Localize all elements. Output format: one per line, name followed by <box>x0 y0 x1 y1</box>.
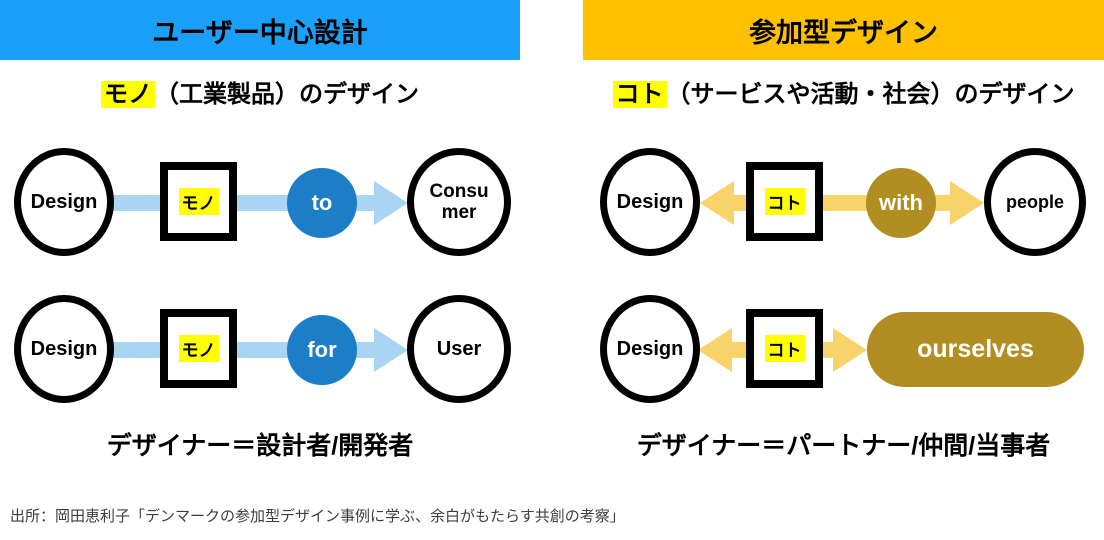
mono-box-label: モノ <box>178 335 219 362</box>
design-node: Design <box>600 148 700 256</box>
source-note: 出所：岡田恵利子「デンマークの参加型デザイン事例に学ぶ、余白がもたらす共創の考察… <box>10 508 625 525</box>
user-node-label: User <box>436 337 482 360</box>
design-node-label: Design <box>30 337 98 360</box>
with-connector-node: with <box>866 168 936 238</box>
for-label: for <box>307 337 337 362</box>
people-node: people <box>984 148 1086 256</box>
consumer-node-label: Consu mer <box>429 180 489 223</box>
left-subtitle-rest: （工業製品）のデザイン <box>155 81 419 108</box>
ourselves-node-label: ourselves <box>917 335 1034 363</box>
arrow-left-icon <box>700 181 734 225</box>
design-node: Design <box>14 148 114 256</box>
user-node: User <box>407 295 511 403</box>
left-panel-header: ユーザー中心設計 <box>0 0 520 60</box>
design-node: Design <box>14 295 114 403</box>
left-panel-title: ユーザー中心設計 <box>152 17 368 48</box>
with-label: with <box>879 190 923 215</box>
left-subtitle: モノ（工業製品）のデザイン <box>0 79 520 111</box>
arrow-right-icon <box>833 328 867 372</box>
ourselves-node: ourselves <box>867 312 1084 387</box>
arrow-left-icon <box>698 328 732 372</box>
mono-box: モノ <box>160 162 237 241</box>
right-subtitle-rest: （サービスや活動・社会）のデザイン <box>666 81 1075 108</box>
koto-box-label: コト <box>764 335 805 362</box>
for-connector-node: for <box>287 315 357 385</box>
mono-box: モノ <box>160 309 237 388</box>
design-node-label: Design <box>616 190 684 213</box>
arrow-right-icon <box>374 181 408 225</box>
to-label: to <box>311 190 333 215</box>
to-connector-node: to <box>287 168 357 238</box>
right-subtitle: コト（サービスや活動・社会）のデザイン <box>583 79 1104 111</box>
design-node: Design <box>600 295 700 403</box>
arrow-right-icon <box>950 181 984 225</box>
consumer-node: Consu mer <box>407 148 511 256</box>
arrow-right-icon <box>374 328 408 372</box>
design-node-label: Design <box>616 337 684 360</box>
right-footer-label: デザイナー＝パートナー/仲間/当事者 <box>636 432 1051 460</box>
design-node-label: Design <box>30 190 98 213</box>
arrow-band <box>730 342 750 358</box>
people-node-label: people <box>1005 191 1064 212</box>
right-panel-title: 参加型デザイン <box>749 17 938 48</box>
right-panel-header: 参加型デザイン <box>583 0 1104 60</box>
koto-box-label: コト <box>764 188 805 215</box>
mono-highlight: モノ <box>101 81 155 108</box>
koto-box: コト <box>746 309 823 388</box>
mono-box-label: モノ <box>178 188 219 215</box>
koto-box: コト <box>746 162 823 241</box>
left-footer-label: デザイナー＝設計者/開発者 <box>106 432 414 460</box>
koto-highlight: コト <box>612 81 667 108</box>
